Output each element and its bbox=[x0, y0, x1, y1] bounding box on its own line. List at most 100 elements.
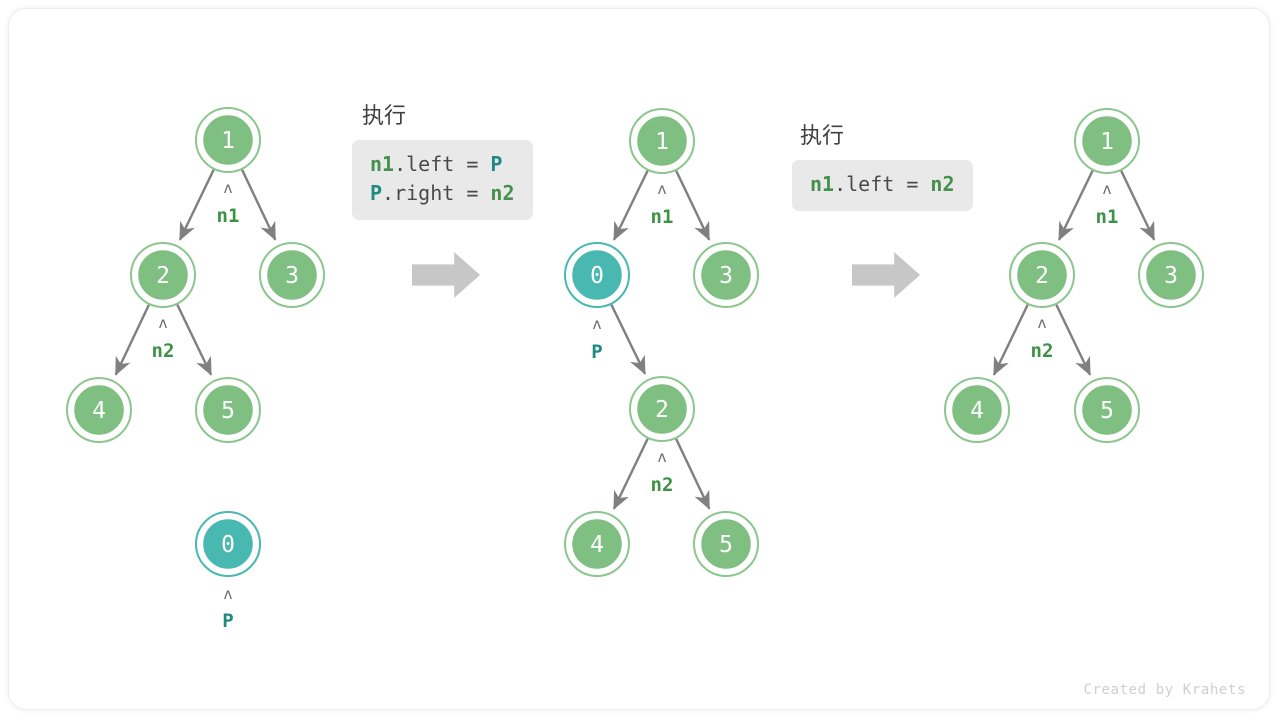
pointer-label: n1 bbox=[651, 206, 674, 228]
pointer-label: n2 bbox=[152, 340, 175, 362]
code-block-2: n1.left = n2 bbox=[792, 160, 973, 211]
node-value: 5 bbox=[1100, 398, 1114, 424]
node-circle bbox=[1014, 247, 1070, 303]
tree-nodes-layer: 1 2 3 4 5 0 1 0 3 2 4 5 1 2 3 4 5 bbox=[66, 107, 1204, 577]
code-token: .left = bbox=[834, 172, 931, 196]
code-token: .left = bbox=[394, 152, 491, 176]
node-outer-ring bbox=[1074, 108, 1140, 174]
node-value: 4 bbox=[970, 398, 984, 424]
code-token: P bbox=[490, 152, 503, 176]
node-circle bbox=[200, 112, 256, 168]
code-token: n2 bbox=[490, 181, 515, 205]
tree-node: 5 bbox=[693, 511, 759, 577]
tree-edge bbox=[1120, 170, 1156, 241]
transition-arrow-icon bbox=[412, 252, 480, 298]
tree-node: 2 bbox=[130, 242, 196, 308]
credit-text: Created by Krahets bbox=[1083, 682, 1246, 698]
node-value: 5 bbox=[719, 532, 733, 558]
node-outer-ring bbox=[195, 511, 261, 577]
pointer-label: P bbox=[591, 341, 602, 363]
tree-edge bbox=[675, 170, 711, 241]
tree-edge bbox=[114, 304, 150, 376]
pointer-caret-icon: ʌ bbox=[657, 180, 666, 198]
tree-node: 1 bbox=[195, 107, 261, 173]
tree-node: 5 bbox=[1074, 377, 1140, 443]
tree-edge bbox=[1055, 304, 1092, 376]
tree-edge bbox=[675, 438, 711, 510]
tree-edge bbox=[992, 304, 1029, 376]
tree-edges-layer bbox=[114, 169, 1156, 510]
tree-edge bbox=[241, 169, 277, 241]
node-outer-ring bbox=[259, 242, 325, 308]
node-value: 3 bbox=[719, 263, 733, 289]
tree-edge bbox=[176, 304, 213, 376]
node-outer-ring bbox=[195, 107, 261, 173]
tree-node: 1 bbox=[1074, 108, 1140, 174]
node-value: 5 bbox=[221, 398, 235, 424]
tree-node: 2 bbox=[1009, 242, 1075, 308]
node-value: 0 bbox=[590, 263, 604, 289]
pointer-caret-icon: ʌ bbox=[1102, 180, 1111, 198]
pointer-label: n1 bbox=[1096, 206, 1119, 228]
node-outer-ring bbox=[66, 377, 132, 443]
code-token: .right = bbox=[382, 181, 491, 205]
tree-node: 4 bbox=[66, 377, 132, 443]
node-value: 2 bbox=[1035, 263, 1049, 289]
pointer-caret-icon: ʌ bbox=[1037, 314, 1046, 332]
node-circle bbox=[1143, 247, 1199, 303]
node-circle bbox=[949, 382, 1005, 438]
tree-node: 3 bbox=[259, 242, 325, 308]
node-value: 3 bbox=[1164, 263, 1178, 289]
node-value: 1 bbox=[221, 128, 235, 154]
node-outer-ring bbox=[1138, 242, 1204, 308]
code-token: n1 bbox=[810, 172, 835, 196]
pointer-caret-icon: ʌ bbox=[223, 585, 232, 603]
pointer-label: P bbox=[222, 610, 233, 632]
node-outer-ring bbox=[1009, 242, 1075, 308]
node-outer-ring bbox=[195, 377, 261, 443]
node-value: 2 bbox=[655, 397, 669, 423]
tree-node: 0 bbox=[195, 511, 261, 577]
pointer-caret-icon: ʌ bbox=[223, 179, 232, 197]
pointer-caret-icon: ʌ bbox=[592, 315, 601, 333]
node-circle bbox=[264, 247, 320, 303]
code-token: P bbox=[370, 181, 383, 205]
node-circle bbox=[569, 247, 625, 303]
code-line: n1.left = n2 bbox=[810, 170, 955, 199]
node-value: 4 bbox=[590, 532, 604, 558]
node-value: 2 bbox=[156, 263, 170, 289]
node-outer-ring bbox=[564, 242, 630, 308]
node-circle bbox=[698, 247, 754, 303]
tree-node: 0 bbox=[564, 242, 630, 308]
tree-edge bbox=[612, 170, 649, 241]
transition-arrows-layer bbox=[412, 252, 920, 298]
node-value: 3 bbox=[285, 263, 299, 289]
node-outer-ring bbox=[629, 376, 695, 442]
pointer-caret-icon: ʌ bbox=[158, 314, 167, 332]
exec-label-2: 执行 bbox=[800, 123, 845, 148]
tree-node: 4 bbox=[564, 511, 630, 577]
node-circle bbox=[634, 381, 690, 437]
node-outer-ring bbox=[564, 511, 630, 577]
tree-edge bbox=[178, 169, 215, 241]
code-line: n1.left = P bbox=[370, 150, 515, 179]
node-outer-ring bbox=[1074, 377, 1140, 443]
node-circle bbox=[569, 516, 625, 572]
node-value: 1 bbox=[655, 129, 669, 155]
code-token: n2 bbox=[930, 172, 955, 196]
node-value: 0 bbox=[221, 532, 235, 558]
tree-edge bbox=[610, 304, 647, 375]
pointer-label: n2 bbox=[651, 474, 674, 496]
pointer-caret-icon: ʌ bbox=[657, 448, 666, 466]
tree-node: 4 bbox=[944, 377, 1010, 443]
node-circle bbox=[135, 247, 191, 303]
transition-arrow-icon bbox=[852, 252, 920, 298]
code-line: P.right = n2 bbox=[370, 179, 515, 208]
tree-node: 3 bbox=[693, 242, 759, 308]
tree-edge bbox=[1057, 170, 1094, 241]
node-circle bbox=[634, 113, 690, 169]
